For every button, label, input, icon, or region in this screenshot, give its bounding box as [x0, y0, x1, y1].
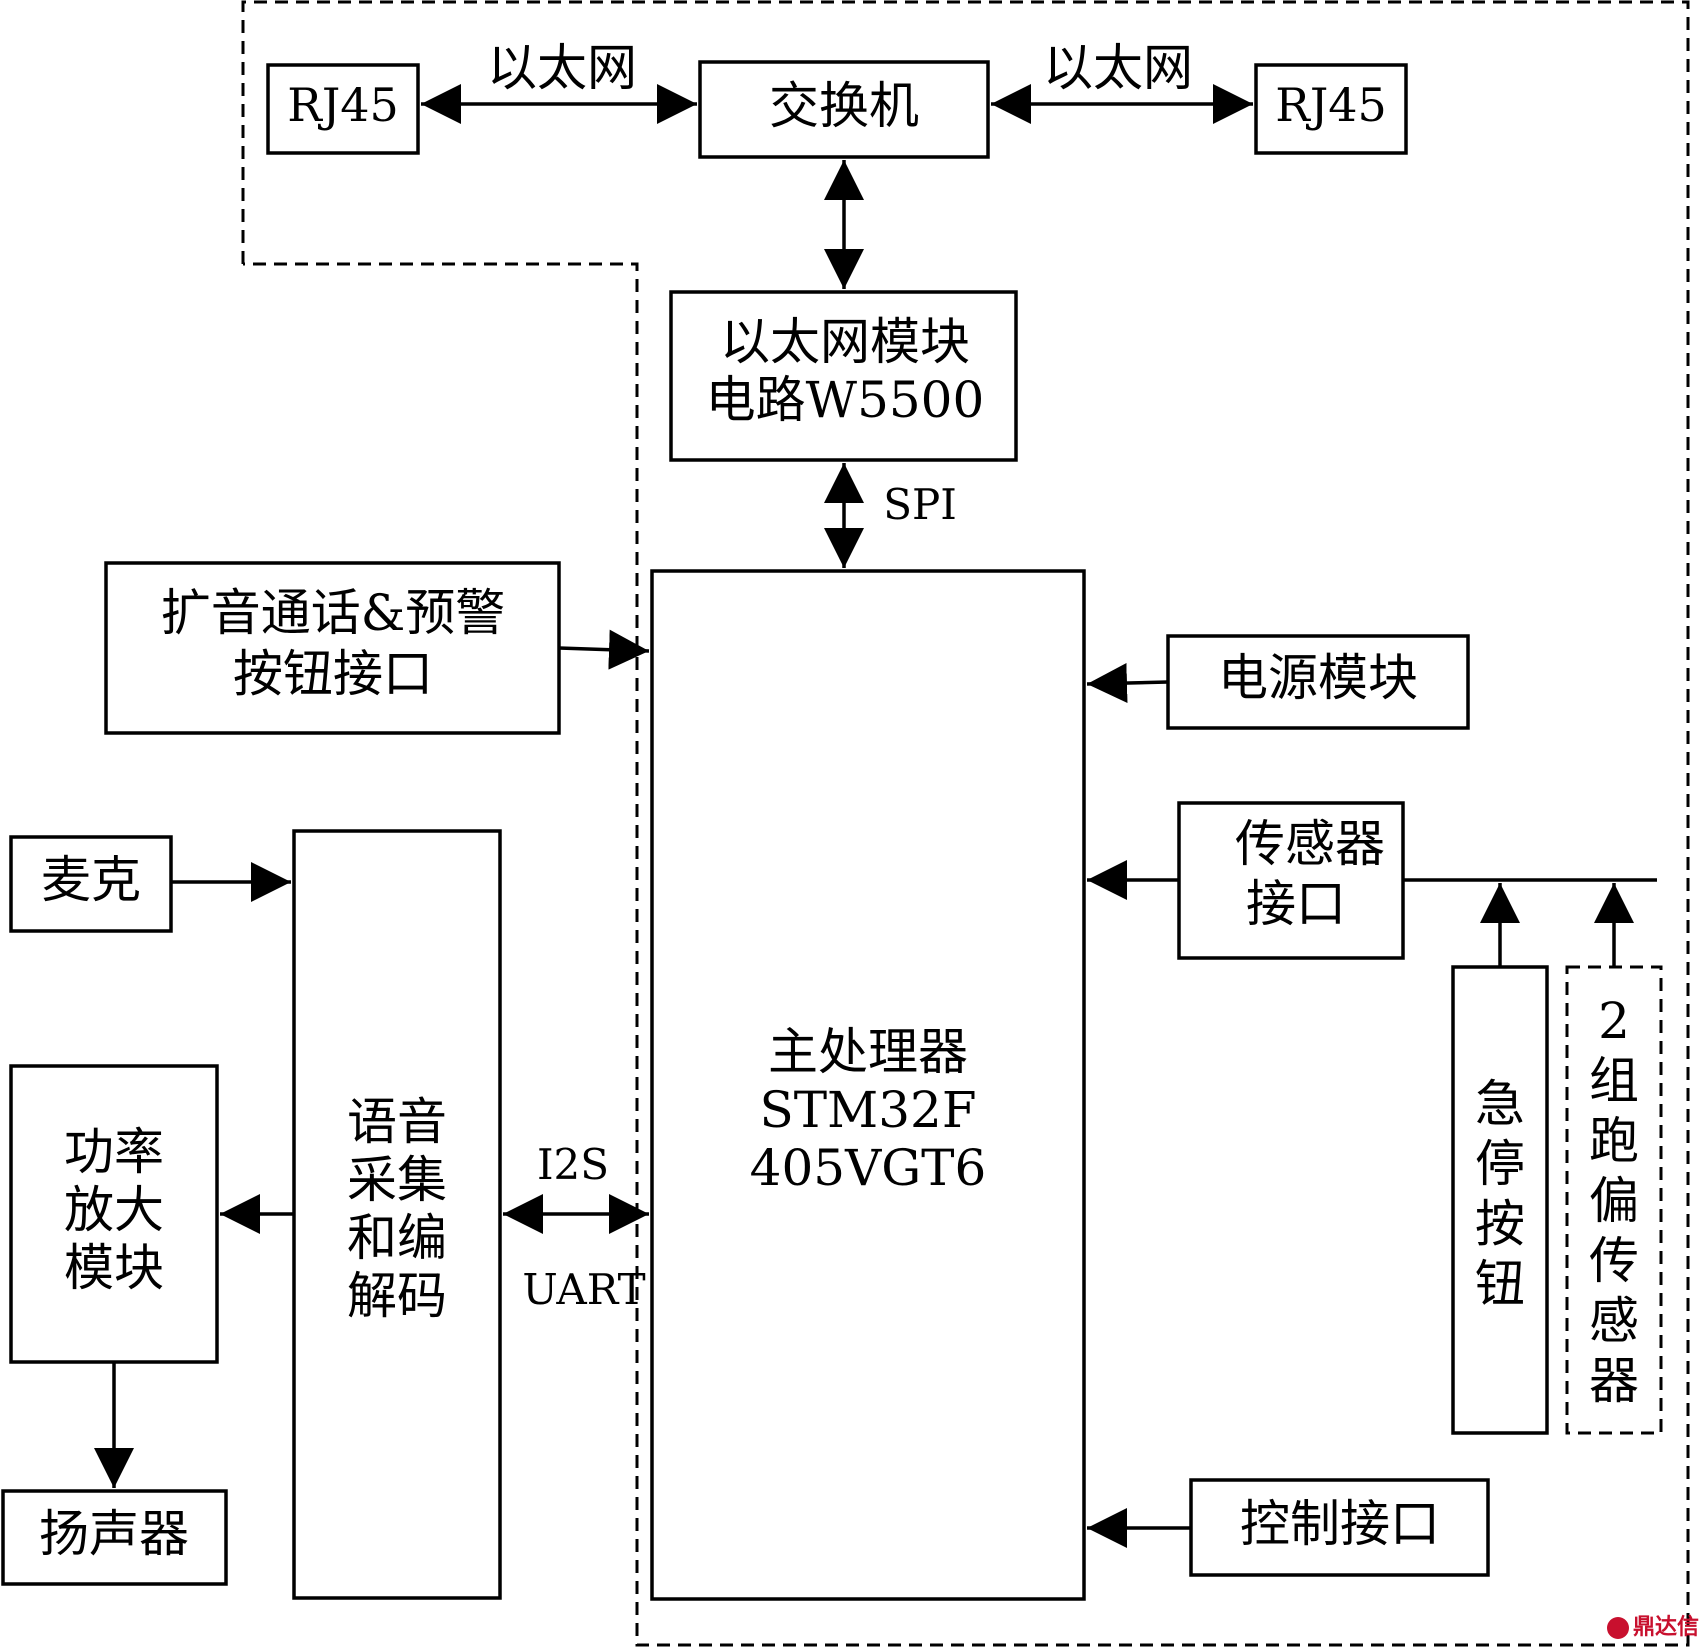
emergency-stop-box — [1451, 965, 1549, 1435]
arrow-power-to-cpu — [1086, 663, 1169, 704]
voice-codec-label-line1: 语音 — [347, 1093, 447, 1151]
main-processor-label-line2: STM32F — [759, 1081, 976, 1139]
ethernet-right-label: 以太网 — [1043, 39, 1193, 97]
microphone-box — [9, 835, 173, 933]
emergency-stop-char2: 停 — [1475, 1135, 1525, 1193]
control-interface-label: 控制接口 — [1240, 1495, 1440, 1553]
ethernet-left-label: 以太网 — [487, 39, 637, 97]
voice-codec-label-line2: 采集 — [347, 1151, 447, 1209]
emergency-stop-char3: 按 — [1475, 1195, 1525, 1253]
uart-label: UART — [522, 1265, 645, 1314]
arrow-broadcast-to-cpu — [558, 629, 650, 670]
deviation-sensors-char7: 器 — [1589, 1352, 1639, 1410]
spi-label: SPI — [883, 480, 957, 529]
rj45-right-box — [1254, 63, 1408, 155]
ethernet-boundary-dashed — [241, 0, 1690, 1647]
power-amplifier-label-line3: 模块 — [64, 1239, 164, 1297]
sensor-interface-label-line1: 传感器 — [1235, 815, 1385, 873]
speaker-label: 扬声器 — [39, 1505, 189, 1563]
power-amplifier-box — [9, 1064, 219, 1364]
deviation-sensors-char5: 传 — [1589, 1232, 1639, 1290]
control-interface-box — [1189, 1478, 1490, 1577]
emergency-stop-char4: 钮 — [1475, 1255, 1525, 1313]
microphone-label: 麦克 — [41, 851, 141, 909]
voice-codec-label-line4: 解码 — [347, 1267, 447, 1325]
i2s-label: I2S — [537, 1140, 609, 1189]
power-amplifier-label-line2: 放大 — [64, 1181, 164, 1239]
sensor-interface-label-line2: 接口 — [1246, 875, 1346, 933]
rj45-left-box — [266, 63, 420, 155]
emergency-stop-char1: 急 — [1475, 1075, 1525, 1133]
deviation-sensors-box — [1565, 965, 1663, 1435]
switch-box — [698, 60, 990, 159]
voice-codec-box — [292, 829, 502, 1600]
deviation-sensors-char2: 组 — [1589, 1052, 1639, 1110]
broadcast-alarm-label-line2: 按钮接口 — [233, 645, 433, 703]
power-module-label: 电源模块 — [1218, 649, 1418, 707]
main-processor-label-line1: 主处理器 — [768, 1023, 968, 1081]
main-processor-box — [650, 569, 1086, 1601]
broadcast-alarm-label-line1: 扩音通话&预警 — [161, 584, 506, 642]
main-processor-label-line3: 405VGT6 — [750, 1139, 987, 1197]
watermark-text: 鼎达信 — [1633, 1614, 1699, 1640]
power-amplifier-label-line1: 功率 — [64, 1123, 164, 1181]
deviation-sensors-char3: 跑 — [1589, 1112, 1639, 1170]
switch-label: 交换机 — [769, 77, 919, 135]
deviation-sensors-char4: 偏 — [1589, 1172, 1639, 1230]
deviation-sensors-char1: 2 — [1598, 992, 1630, 1050]
ethernet-module-label-line1: 以太网模块 — [720, 313, 970, 371]
rj45-right-label: RJ45 — [1275, 78, 1387, 132]
ethernet-module-label-line2: 电路W5500 — [706, 371, 985, 429]
rj45-left-label: RJ45 — [287, 78, 399, 132]
deviation-sensors-char6: 感 — [1589, 1292, 1639, 1350]
ethernet-module-box — [669, 290, 1018, 462]
watermark-logo-icon — [1607, 1617, 1629, 1639]
voice-codec-label-line3: 和编 — [347, 1209, 447, 1267]
speaker-box — [1, 1489, 228, 1586]
